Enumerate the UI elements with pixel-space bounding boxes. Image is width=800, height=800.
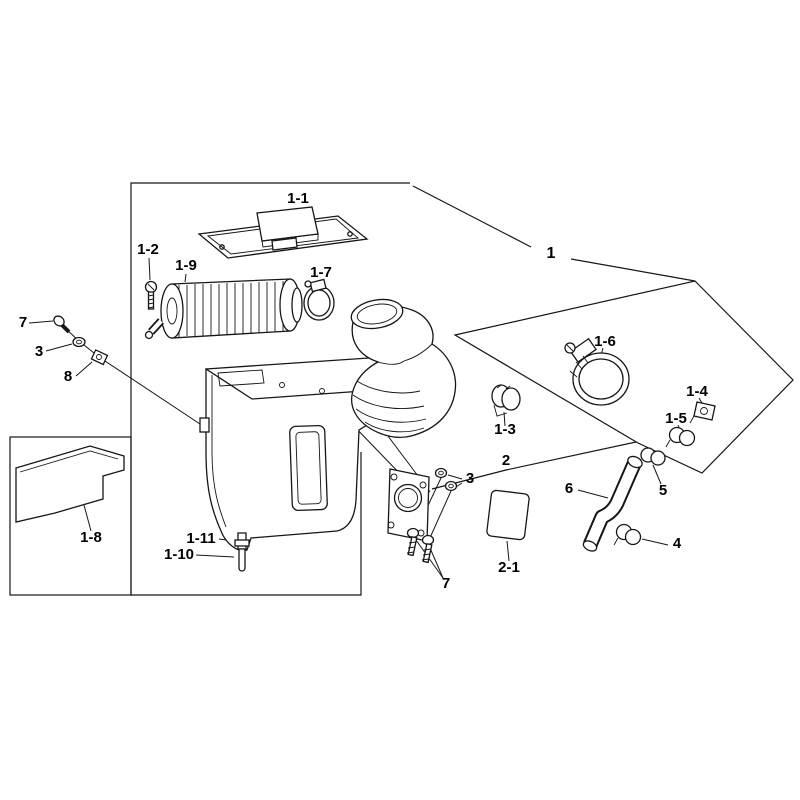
air-filter-element-drawing	[144, 278, 303, 340]
callout-1-2: 1-2	[137, 241, 159, 258]
callout-1-8: 1-8	[80, 529, 102, 546]
intake-duct-drawing	[350, 298, 457, 438]
clamp-1-5-drawing	[665, 426, 696, 448]
callout-1-6: 1-6	[594, 333, 616, 350]
air-cleaner-cover-drawing	[197, 206, 369, 259]
callout-1-7: 1-7	[310, 264, 332, 281]
callout-1-5: 1-5	[665, 410, 687, 427]
guard-sub-box	[9, 436, 132, 596]
screw-7-left-drawing	[53, 315, 71, 334]
callout-6: 6	[565, 480, 573, 497]
clamp-4-drawing	[613, 523, 642, 546]
clamp-5-drawing	[636, 447, 666, 467]
callout-1-4: 1-4	[686, 383, 708, 400]
guard-plate-1-8-drawing	[15, 445, 125, 523]
callout-assembly-1: 1	[547, 245, 556, 262]
callout-1-3: 1-3	[494, 421, 516, 438]
clamp-sub-region	[453, 280, 794, 474]
group-2-leader	[431, 441, 637, 490]
callout-1-11: 1-11	[186, 530, 215, 547]
callout-labels: 1 1-1 1-2 1-9 1-7 7 3 8 1-6 1-3 1-4 1-5 …	[19, 190, 709, 592]
callout-1-1: 1-1	[287, 190, 309, 207]
pad-2-1-drawing	[486, 489, 530, 541]
callout-3-right: 3	[466, 470, 474, 487]
callout-7-bottom: 7	[442, 575, 450, 592]
callout-4: 4	[673, 535, 682, 552]
clip-1-4-drawing	[689, 401, 716, 424]
clamp-1-3-drawing	[491, 384, 521, 417]
callout-1-10: 1-10	[164, 546, 194, 563]
nut-8-drawing	[90, 349, 109, 366]
worm-clamp-1-6-drawing	[564, 337, 630, 406]
breather-hose-6-drawing	[582, 455, 643, 552]
callout-3-left: 3	[35, 343, 43, 360]
callout-2: 2	[502, 452, 510, 469]
hose-clamp-1-7-drawing	[303, 278, 335, 321]
callout-5: 5	[659, 482, 667, 499]
assembly-1-leader-b	[570, 258, 696, 282]
washer-3-left-drawing	[72, 336, 86, 348]
callout-1-9: 1-9	[175, 257, 197, 274]
region-boundaries	[9, 182, 794, 596]
assembly-1-leader-a	[412, 185, 532, 248]
callout-8: 8	[64, 368, 72, 385]
drain-tube-and-plug-drawing	[234, 532, 250, 572]
callout-7-left: 7	[19, 314, 27, 331]
bolt-1-2-drawing	[144, 280, 158, 310]
callout-2-1: 2-1	[498, 559, 520, 576]
washers-3-right-drawing	[434, 467, 458, 492]
screws-7-bottom-drawing	[406, 527, 435, 564]
